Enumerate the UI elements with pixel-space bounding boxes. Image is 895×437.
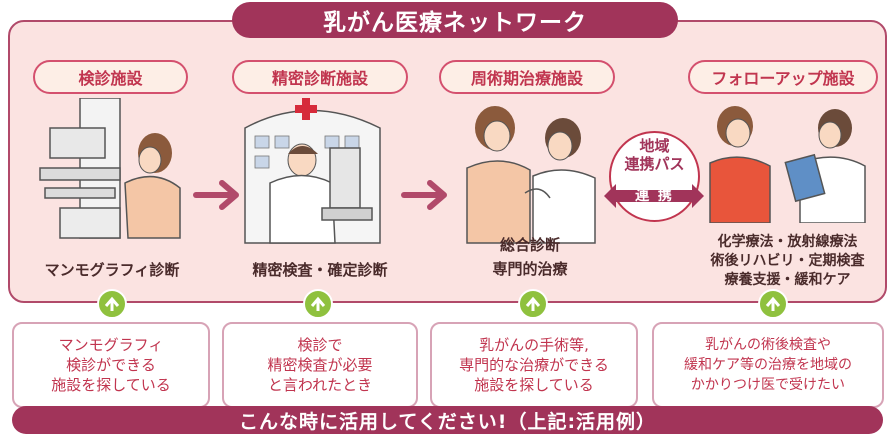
use-case-text: 乳がんの術後検査や 緩和ケア等の治療を地域の かかりつけ医で受けたい <box>684 337 852 393</box>
usage-banner: こんな時に活用してください!（上記:活用例） <box>12 406 883 434</box>
stage-caption-follow-up: 化学療法・放射線療法 術後リハビリ・定期検査 療養支援・緩和ケア <box>710 234 865 288</box>
stage-label-detailed-diagnosis: 精密診断施設 <box>232 60 408 94</box>
use-case-box: マンモグラフィ 検診ができる 施設を探している <box>12 322 210 408</box>
use-case-box: 検診で 精密検査が必要 と言われたとき <box>222 322 418 408</box>
use-case-box: 乳がんの手術等, 専門的な治療ができる 施設を探している <box>430 322 638 408</box>
up-arrow-icon <box>303 289 333 319</box>
stage-label-follow-up: フォローアップ施設 <box>688 60 878 94</box>
regional-pass-badge <box>609 131 700 222</box>
regional-pass-label: 地域 連携パス <box>624 137 685 173</box>
stage-label-perioperative: 周術期治療施設 <box>439 60 615 94</box>
arrow-right-icon <box>193 180 239 210</box>
stage-caption-screening: マンモグラフィ診断 <box>44 261 180 279</box>
stage-caption-detailed-diagnosis: 精密検査・確定診断 <box>252 261 388 279</box>
use-case-text: 乳がんの手術等, 専門的な治療ができる 施設を探している <box>459 336 609 394</box>
stage-caption-perioperative: 総合診断 専門的治療 <box>492 236 568 278</box>
mammography-illustration <box>39 98 181 239</box>
consultation-illustration <box>466 106 596 244</box>
use-case-box: 乳がんの術後検査や 緩和ケア等の治療を地域の かかりつけ医で受けたい <box>652 322 884 408</box>
stage-label-screening: 検診施設 <box>33 60 188 94</box>
hospital-illustration <box>244 98 381 244</box>
arrow-right-icon <box>401 180 447 210</box>
cooperation-label: 連 携 <box>635 188 674 204</box>
up-arrow-icon <box>758 289 788 319</box>
use-case-text: 検診で 精密検査が必要 と言われたとき <box>267 336 373 394</box>
page-title: 乳がん医療ネットワーク <box>232 2 678 38</box>
up-arrow-icon <box>518 289 548 319</box>
up-arrow-icon <box>97 289 127 319</box>
double-arrow-icon <box>604 184 704 208</box>
follow-up-illustration <box>709 106 866 223</box>
use-case-text: マンモグラフィ 検診ができる 施設を探している <box>51 336 171 394</box>
